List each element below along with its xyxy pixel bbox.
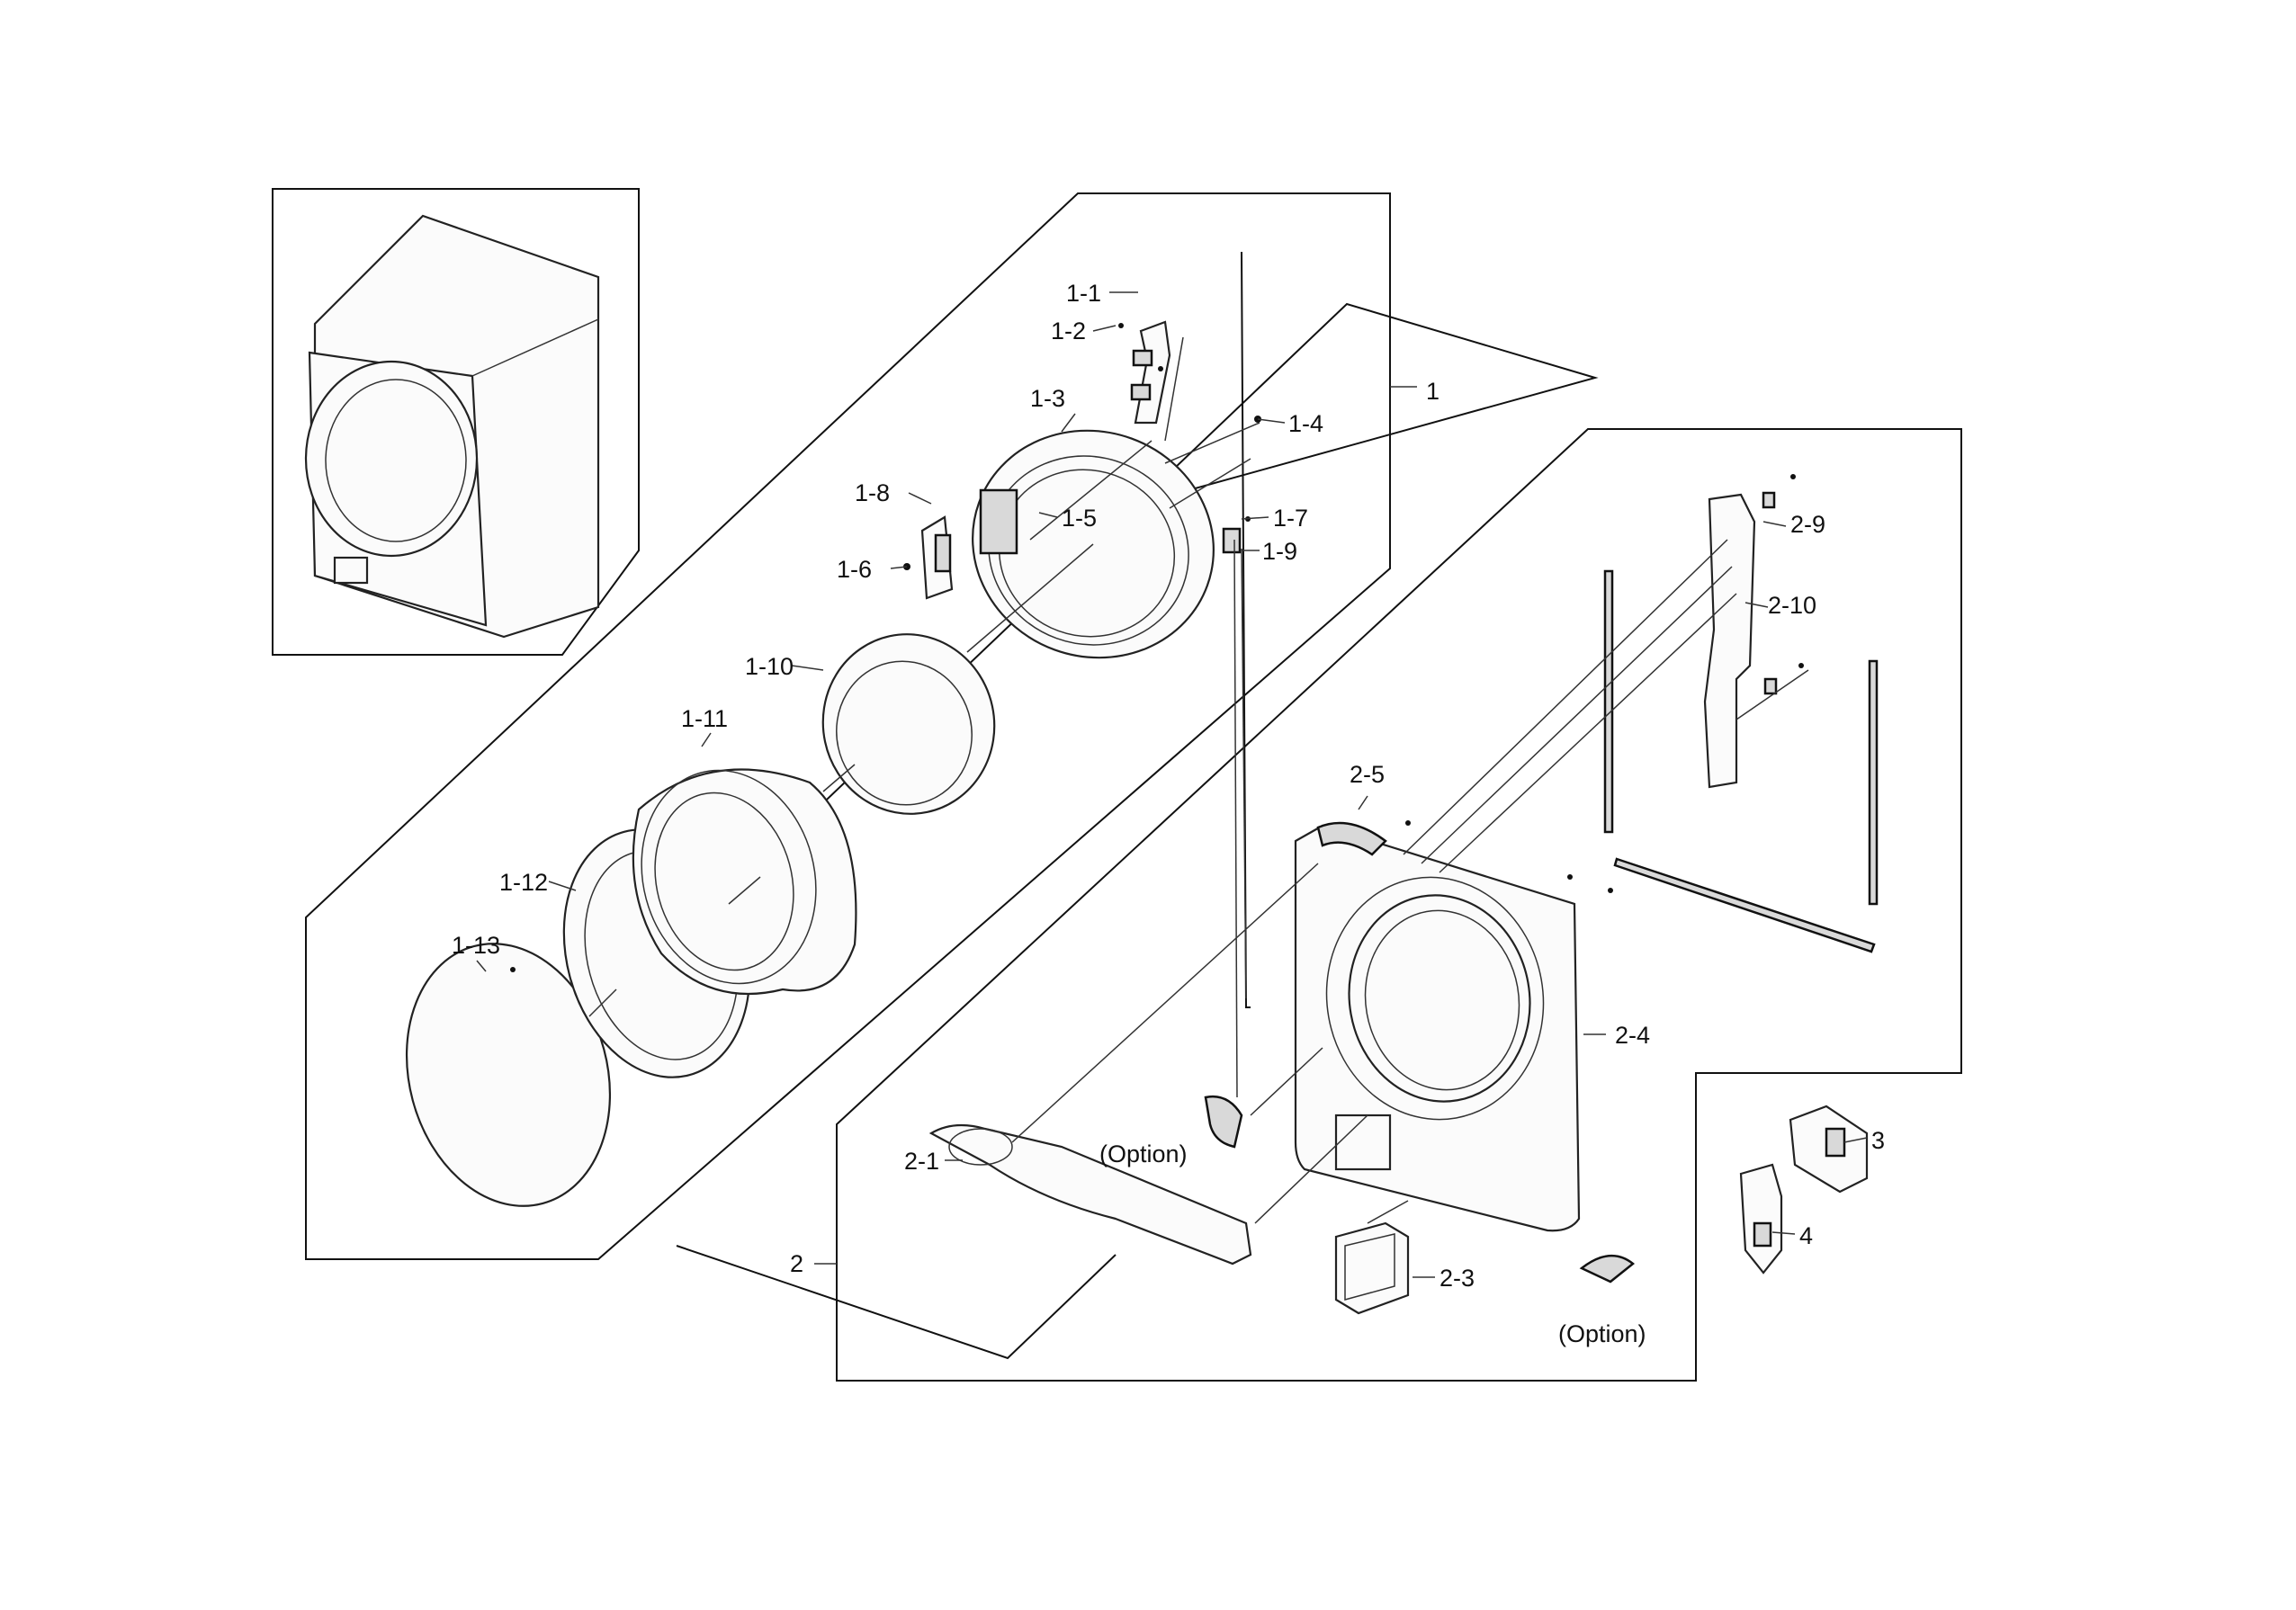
part-2-4-front-panel <box>1294 824 1581 1232</box>
part-1-10-glass-ring <box>821 633 996 815</box>
part-1-13-glass <box>405 943 612 1207</box>
label-option-left: (Option) <box>1099 1140 1188 1167</box>
label-3: 3 <box>1871 1127 1885 1154</box>
part-1-11-door-frame <box>632 768 857 996</box>
label-2-1: 2-1 <box>904 1148 939 1175</box>
part-1-1-hinge <box>1118 320 1171 425</box>
part-1-8-hinge-block <box>903 515 954 600</box>
label-1-1: 1-1 <box>1066 280 1101 307</box>
label-4: 4 <box>1799 1222 1813 1249</box>
label-1-6: 1-6 <box>837 556 872 583</box>
label-1-11: 1-11 <box>681 705 728 732</box>
guide-lines <box>588 336 1809 1224</box>
leader-lines <box>476 291 1868 1278</box>
label-1-3: 1-3 <box>1030 385 1065 412</box>
label-1-2: 1-2 <box>1051 318 1086 344</box>
part-2-3-bracket-box <box>1334 1221 1410 1315</box>
part-4-latch-switch <box>1739 1163 1783 1275</box>
part-1-7-latch <box>1222 416 1261 554</box>
label-1-5: 1-5 <box>1062 505 1097 532</box>
label-1-12: 1-12 <box>499 869 548 896</box>
label-1: 1 <box>1426 378 1439 405</box>
part-3-bracket <box>1789 1105 1869 1194</box>
label-1-7: 1-7 <box>1273 505 1308 532</box>
inset-assembled-dryer <box>272 188 640 656</box>
label-1-9: 1-9 <box>1262 538 1297 565</box>
label-2: 2 <box>790 1250 803 1277</box>
label-2-5: 2-5 <box>1350 761 1385 788</box>
group-2-bracket <box>676 1245 1117 1360</box>
part-labels: 1 1-1 1-2 1-3 1-4 1-5 1-6 1-7 1-8 1-9 1-… <box>452 280 1885 1347</box>
part-2-10-side-bracket <box>1703 474 1804 789</box>
group-1-outline <box>305 192 1391 1260</box>
label-2-9: 2-9 <box>1790 511 1825 538</box>
label-1-8: 1-8 <box>855 479 890 506</box>
label-2-10: 2-10 <box>1768 592 1816 619</box>
label-1-10: 1-10 <box>745 653 794 680</box>
group-2-outline <box>836 428 1962 1382</box>
part-2-1-control-panel <box>928 1123 1252 1266</box>
label-option-right: (Option) <box>1558 1320 1646 1347</box>
part-2-5-top-deco <box>1316 820 1613 893</box>
label-1-4: 1-4 <box>1288 410 1323 437</box>
label-2-4: 2-4 <box>1615 1022 1650 1049</box>
label-1-13: 1-13 <box>452 932 500 959</box>
label-2-3: 2-3 <box>1439 1265 1475 1292</box>
trim-strips <box>1603 569 1879 953</box>
option-cap-left <box>1204 1095 1243 1149</box>
option-cap-right <box>1579 1254 1636 1284</box>
